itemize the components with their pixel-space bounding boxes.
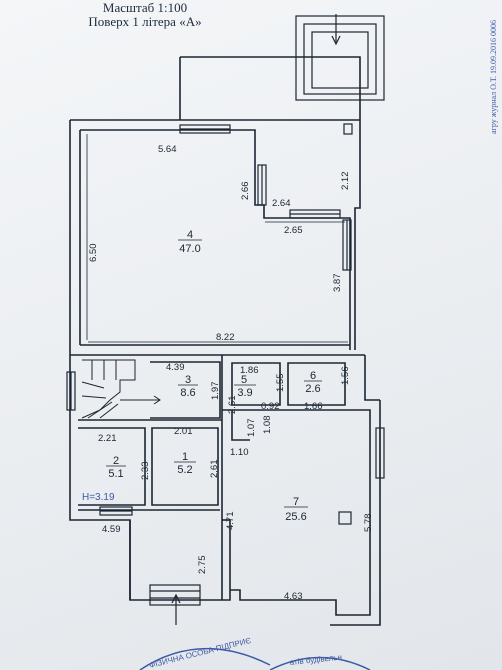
- dim-2-01: 2.01: [174, 426, 193, 437]
- dim-8-22: 8.22: [216, 332, 235, 343]
- dim-2-65: 2.65: [284, 225, 303, 236]
- dim-2-75: 2.75: [197, 556, 208, 575]
- dim-1-97: 1.97: [210, 382, 221, 401]
- dim-2-21: 2.21: [98, 433, 117, 444]
- stamp-bottom-right: атів будівельн: [289, 653, 342, 667]
- staircase: [81, 359, 161, 419]
- room-3-area: 8.6: [180, 387, 195, 399]
- room-3-number: 3: [185, 374, 191, 386]
- room-5-area: 3.9: [237, 387, 252, 399]
- dim-2-33: 2.33: [140, 462, 151, 481]
- dim-5-64: 5.64: [158, 144, 177, 155]
- chimney-symbol: [343, 123, 353, 135]
- porch-top: [295, 14, 385, 101]
- dim-1-55: 1.55: [275, 374, 286, 393]
- room-4-number: 4: [187, 229, 193, 241]
- dim-1-66: 1.66: [304, 401, 323, 412]
- room-2-number: 2: [113, 455, 119, 467]
- room-7-number: 7: [293, 496, 299, 508]
- stamp-arc-left: [139, 648, 271, 670]
- room-2-area: 5.1: [108, 468, 123, 480]
- dim-6-50: 6.50: [88, 244, 99, 263]
- dim-4-71: 4.71: [225, 512, 236, 531]
- floor-label: Поверх 1 літера «А»: [88, 14, 202, 29]
- dim-2-61-b: 2.61: [209, 460, 220, 479]
- room-6-area: 2.6: [305, 383, 320, 395]
- room-5-number: 5: [241, 374, 247, 386]
- dimension-lines: [86, 134, 348, 343]
- room-6-number: 6: [310, 370, 316, 382]
- dim-5-78: 5.78: [363, 514, 374, 533]
- dim-4-39: 4.39: [166, 362, 185, 373]
- dim-2-12: 2.12: [340, 172, 351, 191]
- stamp-arc-right: [269, 656, 371, 670]
- windows: [66, 124, 385, 625]
- dim-3-87: 3.87: [332, 274, 343, 293]
- dim-0-92: 0.92: [261, 401, 280, 412]
- room-1-number: 1: [182, 451, 188, 463]
- room-7-area: 25.6: [285, 511, 306, 523]
- dim-4-63: 4.63: [284, 591, 303, 602]
- height-note: Н=3.19: [82, 492, 115, 503]
- stove-symbol: [338, 511, 352, 525]
- dim-2-66: 2.66: [240, 182, 251, 201]
- dim-1-08: 1.08: [262, 416, 273, 435]
- dim-1-07: 1.07: [246, 419, 257, 438]
- room-1-area: 5.2: [177, 464, 192, 476]
- scale-label: Масштаб 1:100: [102, 0, 188, 15]
- dim-1-56: 1.56: [340, 367, 351, 386]
- dim-1-10: 1.10: [230, 447, 249, 458]
- dim-2-61-a: 2.61: [227, 396, 238, 415]
- dim-1-86: 1.86: [240, 365, 259, 376]
- room-4-area: 47.0: [179, 243, 200, 255]
- dim-2-64: 2.64: [272, 198, 291, 209]
- dim-4-59: 4.59: [102, 524, 121, 535]
